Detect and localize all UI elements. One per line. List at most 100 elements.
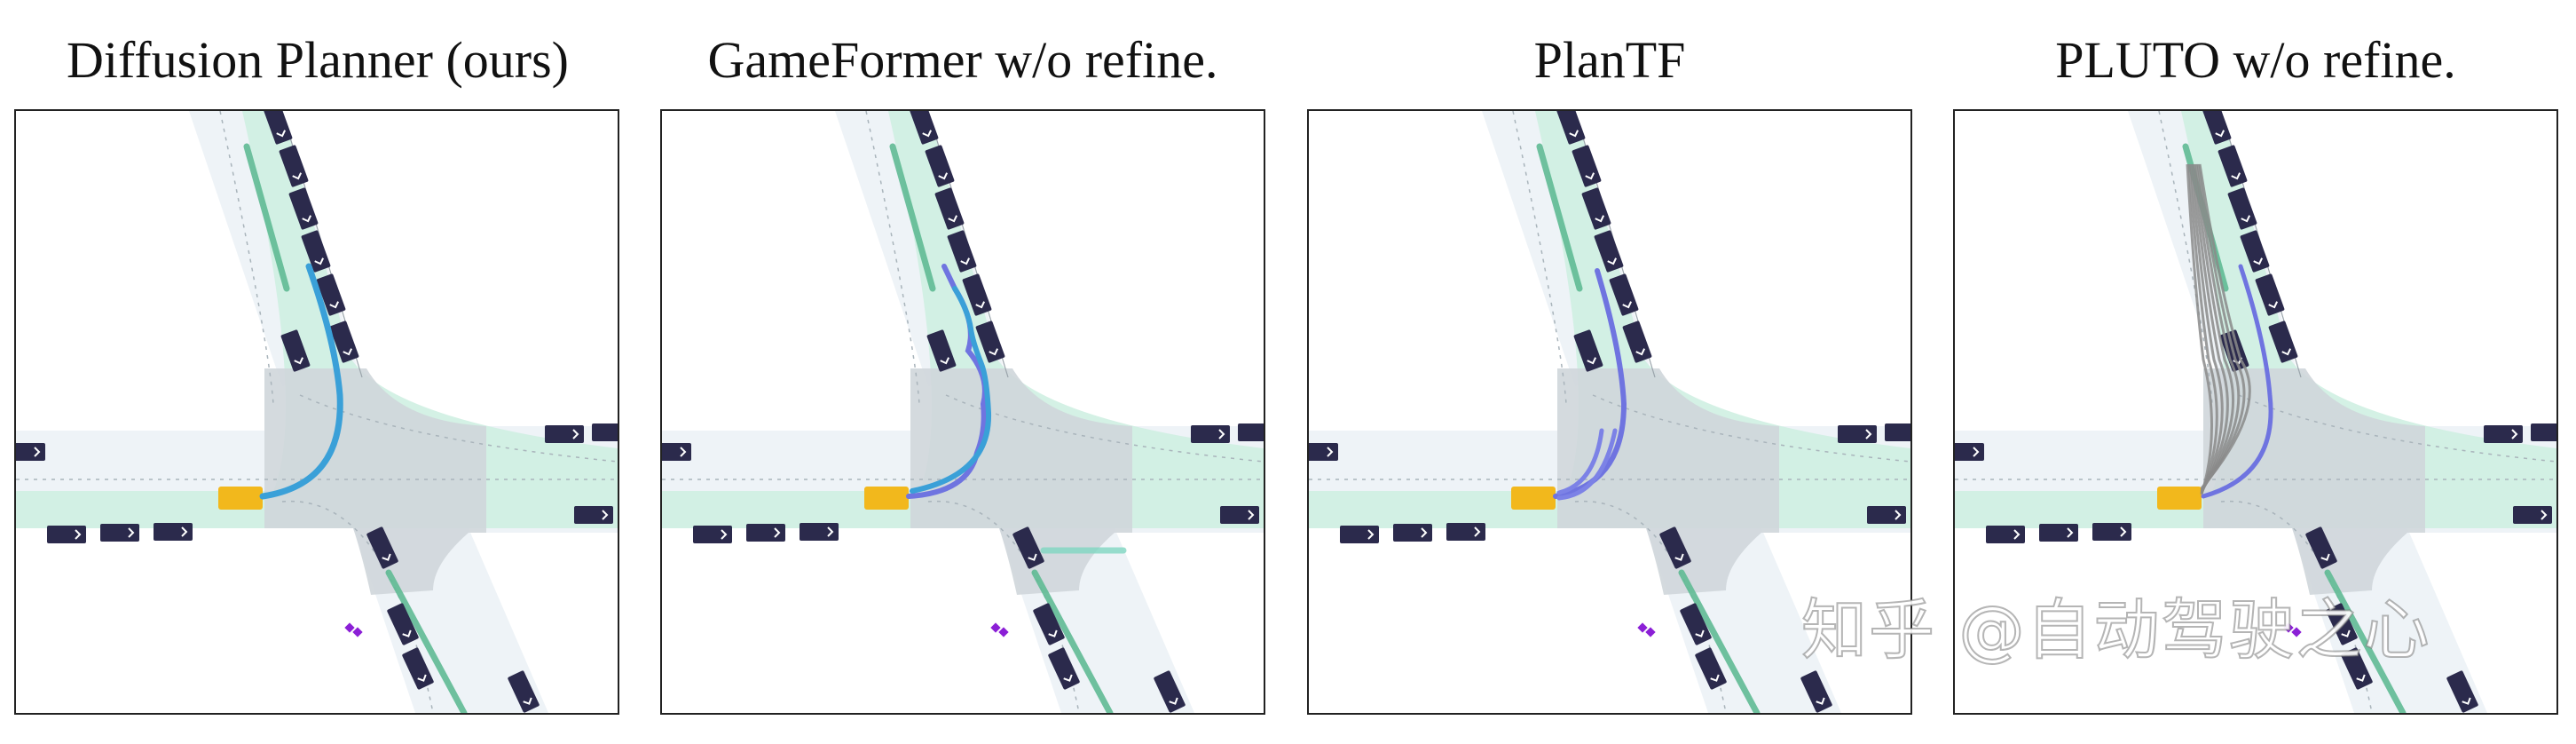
- panel-title-1: Diffusion Planner (ours): [67, 31, 569, 89]
- scene-canvas: [16, 111, 618, 713]
- agent-vehicle: [1609, 273, 1639, 316]
- agent-vehicle: [2326, 603, 2358, 645]
- planned-trajectory: [2201, 264, 2273, 499]
- pedestrian-marker: [990, 622, 1001, 633]
- agent-vehicle: [16, 443, 45, 461]
- lane-line: [927, 500, 1080, 713]
- ground-truth-track: [1678, 569, 1761, 713]
- agent-vehicle: [1955, 443, 1984, 461]
- agent-vehicle: [1622, 321, 1652, 363]
- scene-panel-4: [1953, 109, 2558, 715]
- agent-vehicle: [545, 425, 584, 443]
- lane-line: [2238, 394, 2556, 463]
- lane-line: [1512, 111, 1567, 405]
- agent-vehicle: [962, 273, 992, 316]
- agent-vehicle: [1573, 329, 1603, 372]
- agent-vehicle: [329, 321, 359, 363]
- lane-line: [2220, 500, 2373, 713]
- agent-vehicle: [1885, 423, 1910, 441]
- agent-vehicle: [909, 111, 939, 145]
- agent-vehicle: [1572, 145, 1602, 187]
- agent-vehicle: [279, 145, 309, 187]
- agent-vehicle: [1446, 523, 1485, 541]
- agent-vehicle: [925, 145, 955, 187]
- lane-line: [945, 394, 1264, 463]
- agent-vehicle: [800, 523, 839, 541]
- agent-vehicle: [2531, 423, 2556, 441]
- pedestrian-marker: [2291, 627, 2302, 637]
- agent-vehicle: [947, 230, 977, 273]
- agent-vehicle: [934, 187, 965, 230]
- agent-vehicle: [2255, 273, 2285, 316]
- agent-vehicle: [746, 524, 785, 542]
- agent-vehicle: [2218, 145, 2248, 187]
- agent-vehicle: [2484, 425, 2523, 443]
- planned-trajectory: [910, 286, 992, 494]
- agent-vehicle: [1238, 423, 1264, 441]
- lane-line: [1592, 394, 1910, 463]
- agent-vehicle: [1048, 647, 1080, 690]
- ego-vehicle: [218, 487, 263, 510]
- planned-trajectory: [1556, 428, 1618, 501]
- agent-vehicle: [301, 230, 331, 273]
- agent-vehicle: [2227, 187, 2257, 230]
- candidate-trajectory: [2194, 163, 2241, 491]
- route-corridor: [662, 111, 1264, 528]
- agent-vehicle: [1838, 425, 1877, 443]
- candidate-trajectory: [2189, 163, 2224, 494]
- agent-vehicle: [2240, 230, 2270, 273]
- agent-vehicle: [1154, 670, 1186, 713]
- ego-vehicle: [864, 487, 909, 510]
- lane-line: [2158, 111, 2213, 405]
- ground-truth-track: [243, 143, 290, 292]
- agent-vehicle: [1695, 647, 1727, 690]
- agent-vehicle: [975, 321, 1005, 363]
- agent-vehicle: [1012, 526, 1044, 569]
- agent-vehicle: [1556, 111, 1586, 145]
- agent-vehicle: [263, 111, 293, 145]
- scene-canvas: [1309, 111, 1910, 713]
- lane-line: [1574, 500, 1727, 713]
- lane-line: [299, 394, 618, 463]
- agent-vehicle: [47, 526, 86, 543]
- planned-trajectory: [259, 263, 343, 500]
- agent-vehicle: [280, 329, 311, 372]
- agent-vehicle: [2305, 526, 2337, 569]
- agent-vehicle: [2202, 111, 2232, 145]
- scene-canvas: [662, 111, 1264, 713]
- agent-vehicle: [1340, 526, 1379, 543]
- agent-vehicle: [2513, 506, 2552, 524]
- agent-vehicle: [1986, 526, 2025, 543]
- agent-vehicle: [387, 603, 419, 645]
- watermark: 知乎 @自动驾驶之心: [1800, 591, 2431, 669]
- agent-vehicle: [1800, 670, 1832, 713]
- lane-line: [865, 111, 920, 405]
- agent-vehicle: [2092, 523, 2131, 541]
- agent-vehicle: [1680, 603, 1712, 645]
- intersection-area: [910, 368, 1132, 595]
- ground-truth-track: [1536, 143, 1583, 292]
- scene-panel-3: [1307, 109, 1912, 715]
- intersection-area: [1557, 368, 1779, 595]
- pedestrian-marker: [998, 627, 1009, 637]
- candidate-trajectory: [2191, 163, 2229, 493]
- candidate-trajectory: [2186, 163, 2214, 495]
- panel-title-3: PlanTF: [1533, 31, 1686, 89]
- agent-vehicle: [154, 523, 193, 541]
- agent-vehicle: [2446, 670, 2478, 713]
- agent-vehicle: [100, 524, 139, 542]
- ego-vehicle: [2157, 487, 2202, 510]
- ground-truth-track: [385, 569, 468, 713]
- ground-truth-track: [1031, 569, 1114, 713]
- pedestrian-marker: [2283, 622, 2294, 633]
- agent-vehicle: [1191, 425, 1230, 443]
- agent-vehicle: [592, 423, 618, 441]
- agent-vehicle: [1033, 603, 1065, 645]
- agent-vehicle: [693, 526, 732, 543]
- intersection-area: [2203, 368, 2425, 595]
- scene-panel-1: [14, 109, 619, 715]
- planned-trajectory: [1556, 428, 1604, 495]
- scene-panel-2: [660, 109, 1265, 715]
- pedestrian-marker: [1645, 627, 1656, 637]
- agent-vehicle: [2268, 321, 2298, 363]
